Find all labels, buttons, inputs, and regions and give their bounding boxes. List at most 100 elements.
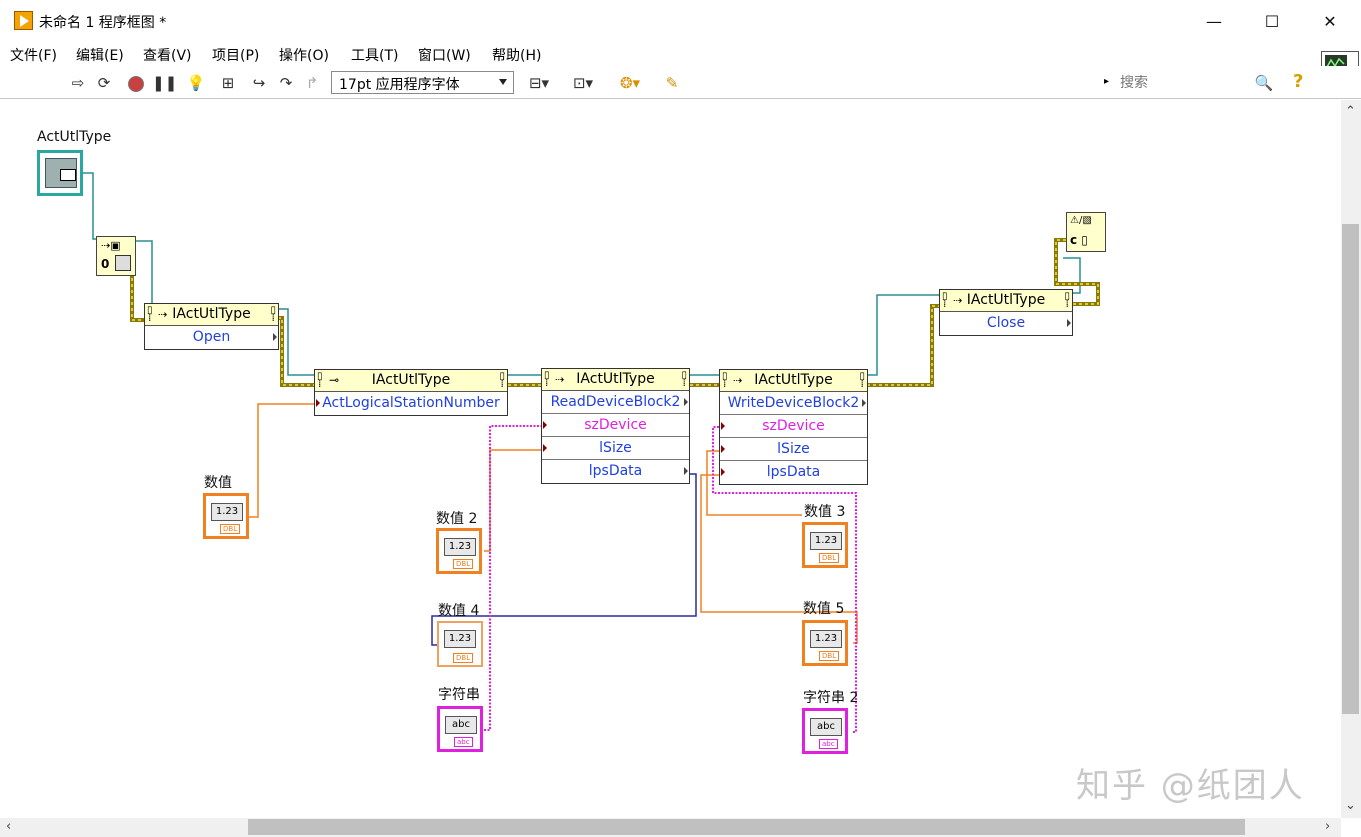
- output-terminal-icon: [684, 398, 688, 406]
- terminal-str2-label: 字符串 2: [803, 690, 859, 706]
- param-szdevice[interactable]: szDevice: [542, 414, 689, 437]
- invoke-node-open[interactable]: ▯⁞ ⇢ IActUtlType ▯⁞ Open: [144, 303, 279, 350]
- terminal-str-label: 字符串: [438, 687, 480, 703]
- method-close[interactable]: Close: [940, 312, 1072, 335]
- refnum-out-icon: ▯⁞: [859, 371, 865, 390]
- actutltype-refnum-constant[interactable]: [37, 150, 83, 196]
- numeric-value: 1.23: [444, 630, 476, 648]
- invoke-node-readdeviceblock2[interactable]: ▯⁞ ⇢ IActUtlType ▯⁞ ReadDeviceBlock2 szD…: [541, 368, 690, 484]
- invoke-node-close[interactable]: ▯⁞ ⇢ IActUtlType ▯⁞ Close: [939, 289, 1073, 336]
- chevron-down-icon: [499, 79, 507, 85]
- method-open[interactable]: Open: [145, 326, 278, 349]
- refnum-icon: [45, 158, 77, 188]
- menu-help[interactable]: 帮助(H): [492, 48, 542, 64]
- watermark: 知乎 @纸团人: [1076, 766, 1305, 806]
- invoke-node-header: ▯⁞ ⇢ IActUtlType ▯⁞: [940, 290, 1072, 312]
- wire-error-close: [867, 304, 939, 387]
- invoke-node-writedeviceblock2[interactable]: ▯⁞ ⇢ IActUtlType ▯⁞ WriteDeviceBlock2 sz…: [719, 369, 868, 485]
- input-terminal-icon: [721, 468, 725, 476]
- numeric-control-num[interactable]: 1.23 DBL: [203, 493, 249, 539]
- scroll-down-icon[interactable]: ⌄: [1345, 798, 1356, 813]
- window-title: 未命名 1 程序框图 *: [39, 15, 167, 31]
- method-label: WriteDeviceBlock2: [727, 395, 860, 411]
- string-control-str[interactable]: abc abc: [437, 706, 483, 752]
- step-out-icon[interactable]: ↱: [305, 74, 319, 92]
- input-terminal-icon: [721, 422, 725, 430]
- scroll-up-icon[interactable]: ⌃: [1345, 104, 1356, 119]
- pause-icon[interactable]: ❚❚: [152, 74, 178, 92]
- menu-bar: 文件(F) 编辑(E) 查看(V) 项目(P) 操作(O) 工具(T) 窗口(W…: [0, 42, 1318, 66]
- invoke-node-title: IActUtlType: [754, 372, 833, 388]
- wire-layer: [83, 172, 1100, 733]
- cleanup-diagram-icon[interactable]: ✎: [665, 74, 679, 92]
- property-actlogicalstationnumber[interactable]: ActLogicalStationNumber: [315, 392, 507, 415]
- wire-num-to-station: [249, 403, 314, 518]
- close-button[interactable]: ✕: [1323, 11, 1337, 31]
- wire-str-to-szdevice: [484, 425, 541, 731]
- maximize-button[interactable]: ☐: [1264, 11, 1280, 31]
- method-open-label: Open: [192, 329, 231, 345]
- output-terminal-icon: [684, 467, 688, 475]
- wire-refnum-to-open: [83, 172, 96, 240]
- distribute-objects-icon[interactable]: ⊡▾: [572, 74, 594, 92]
- invoke-node-header: ▯⁞ ⇢ IActUtlType ▯⁞: [145, 304, 278, 326]
- menu-file[interactable]: 文件(F): [10, 48, 57, 64]
- reorder-icon[interactable]: ❂▾: [619, 74, 641, 92]
- retain-wire-values-icon[interactable]: ⊞: [221, 74, 235, 92]
- help-icon[interactable]: ?: [1293, 71, 1304, 92]
- automation-open-function[interactable]: ⇢▣ 0: [96, 236, 136, 276]
- param-szdevice[interactable]: szDevice: [720, 415, 867, 438]
- simple-error-handler-function[interactable]: ⚠/▧ c ▯: [1066, 212, 1106, 252]
- abort-icon[interactable]: [126, 73, 146, 93]
- numeric-control-num3[interactable]: 1.23 DBL: [802, 522, 848, 568]
- param-label: szDevice: [762, 418, 825, 434]
- method-readdeviceblock2[interactable]: ReadDeviceBlock2: [542, 391, 689, 414]
- automation-open-icon: ⇢▣: [101, 239, 121, 252]
- wire-open-to-method: [136, 240, 153, 305]
- param-label: lpsData: [588, 463, 643, 479]
- menu-operate[interactable]: 操作(O): [279, 48, 329, 64]
- method-label: Close: [986, 315, 1026, 331]
- scroll-left-icon[interactable]: ‹: [6, 819, 12, 834]
- output-terminal-icon: [273, 333, 277, 341]
- run-continuously-icon[interactable]: ⟳: [97, 74, 111, 92]
- string-type-badge: abc: [819, 739, 838, 749]
- refnum-in-icon: ▯⁞: [317, 371, 323, 390]
- numeric-indicator-num4[interactable]: 1.23 DBL: [437, 621, 483, 667]
- refnum-in-icon: ▯⁞: [147, 305, 153, 324]
- input-terminal-icon: [721, 445, 725, 453]
- align-objects-icon[interactable]: ⊟▾: [528, 74, 550, 92]
- font-select[interactable]: 17pt 应用程序字体: [331, 71, 514, 94]
- numeric-control-num5[interactable]: 1.23 DBL: [802, 620, 848, 666]
- refnum-out-icon: ▯⁞: [270, 305, 276, 324]
- menu-project[interactable]: 项目(P): [212, 48, 260, 64]
- minimize-button[interactable]: —: [1206, 11, 1222, 31]
- menu-window[interactable]: 窗口(W): [418, 48, 471, 64]
- param-lsize[interactable]: lSize: [720, 438, 867, 461]
- search-input[interactable]: [1118, 72, 1286, 94]
- property-node-station[interactable]: ▯⁞ ⊸ IActUtlType ▯⁞ ActLogicalStationNum…: [314, 369, 508, 416]
- method-writedeviceblock2[interactable]: WriteDeviceBlock2: [720, 392, 867, 415]
- vertical-scroll-thumb[interactable]: [1342, 224, 1359, 714]
- terminal-num-label: 数值: [204, 475, 232, 491]
- scroll-right-icon[interactable]: ›: [1325, 819, 1331, 834]
- string-control-str2[interactable]: abc abc: [802, 708, 848, 754]
- param-lpsdata[interactable]: lpsData: [720, 461, 867, 484]
- string-wires: [484, 425, 857, 733]
- menu-view[interactable]: 查看(V): [143, 48, 192, 64]
- numeric-control-num2[interactable]: 1.23 DBL: [436, 528, 482, 574]
- search-expand-icon[interactable]: ▸: [1104, 76, 1110, 87]
- param-lpsdata[interactable]: lpsData: [542, 460, 689, 483]
- step-over-icon[interactable]: ↷: [279, 74, 293, 92]
- wire-write-to-close: [867, 294, 939, 376]
- step-into-icon[interactable]: ↪: [252, 74, 266, 92]
- run-arrow-icon[interactable]: ⇨: [71, 74, 85, 92]
- search-icon[interactable]: 🔍: [1254, 74, 1274, 92]
- param-lsize[interactable]: lSize: [542, 437, 689, 460]
- int-wires: [431, 473, 697, 646]
- highlight-execution-icon[interactable]: 💡: [186, 74, 206, 92]
- horizontal-scroll-thumb[interactable]: [248, 819, 1245, 835]
- menu-edit[interactable]: 编辑(E): [76, 48, 124, 64]
- menu-tools[interactable]: 工具(T): [351, 48, 399, 64]
- block-diagram-canvas[interactable]: ActUtlType ⇢▣ 0 ▯⁞ ⇢ IActUtlType ▯⁞ Open…: [0, 100, 1341, 818]
